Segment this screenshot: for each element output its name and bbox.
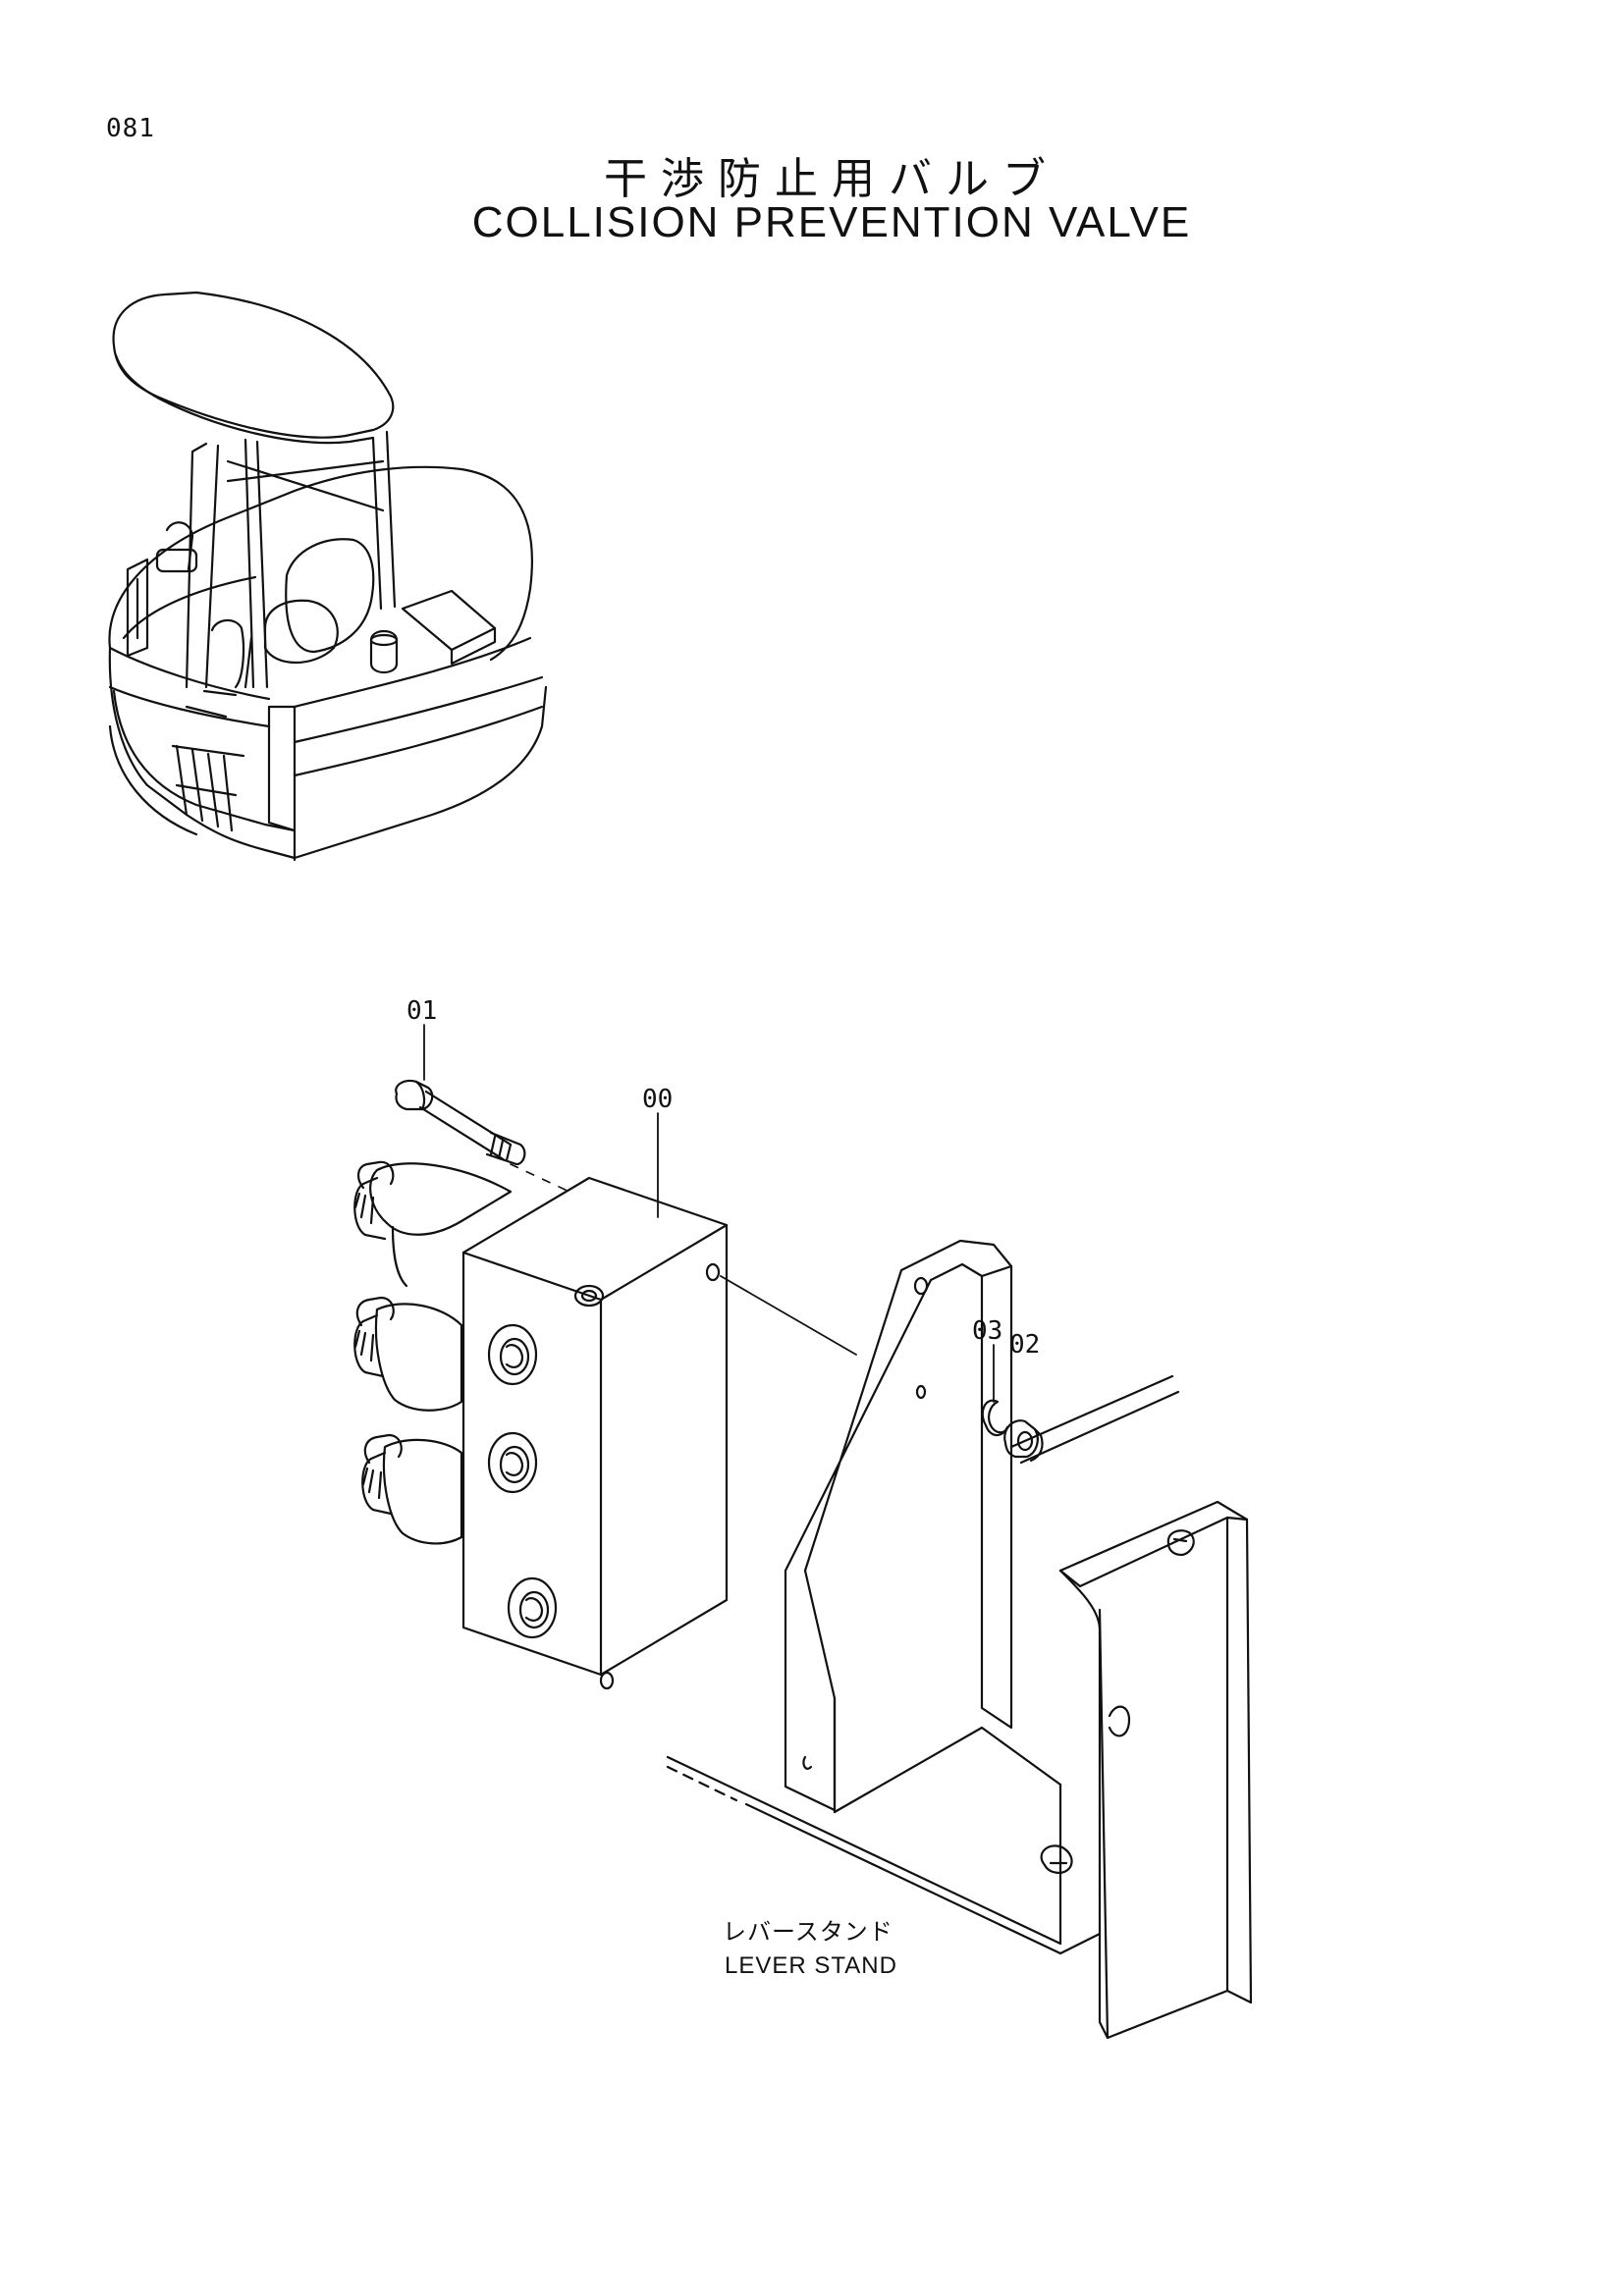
callout-00: 00 xyxy=(642,1085,673,1114)
page-number: 081 xyxy=(106,114,155,143)
solenoid-middle xyxy=(353,1296,463,1412)
valve-assembly xyxy=(353,1079,857,1690)
title-japanese: 干渉防止用バルブ xyxy=(604,154,1059,204)
callout-02: 02 xyxy=(1009,1330,1040,1360)
solenoid-bottom xyxy=(361,1433,463,1545)
valve-port-2 xyxy=(487,1431,538,1494)
valve-port-1 xyxy=(487,1323,538,1386)
solenoid-top xyxy=(353,1160,513,1288)
leader-lines xyxy=(423,1024,1012,1422)
lever-stand xyxy=(666,1239,1253,2040)
nut-02 xyxy=(1003,1419,1044,1463)
bolt-01 xyxy=(395,1079,526,1166)
valve-block-00 xyxy=(461,1176,729,1690)
callout-03: 03 xyxy=(972,1316,1002,1346)
lever-stand-label-en: LEVER STAND xyxy=(725,1952,897,1979)
valve-port-3 xyxy=(507,1576,558,1639)
lever-stand-label-jp: レバースタンド xyxy=(723,1919,893,1946)
title-english: COLLISION PREVENTION VALVE xyxy=(471,198,1192,246)
machine-overview xyxy=(108,291,548,862)
callout-01: 01 xyxy=(406,996,437,1026)
ring-03 xyxy=(981,1399,1009,1437)
